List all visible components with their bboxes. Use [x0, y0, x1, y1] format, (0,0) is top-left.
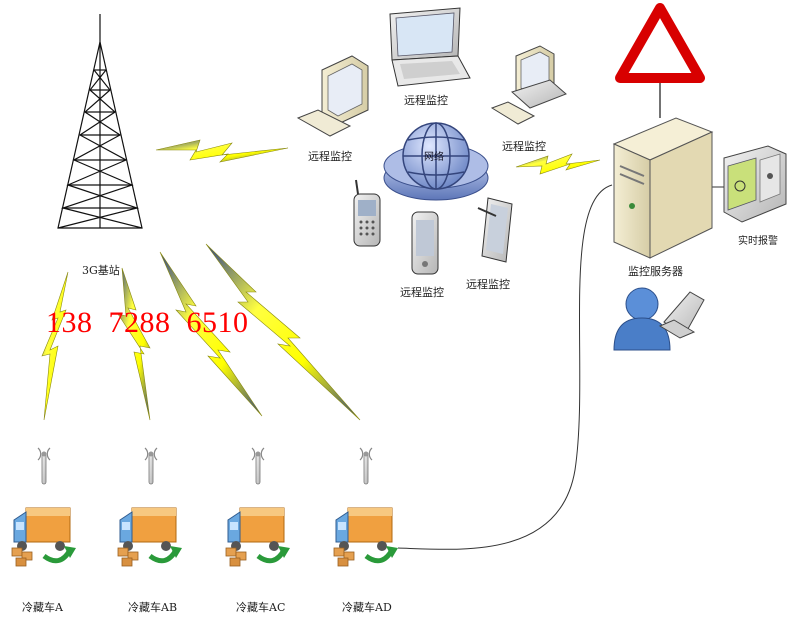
bolt-tower-A: [41, 271, 69, 421]
phone-handset-icon: [658, 291, 705, 339]
smartphone-icon: [477, 197, 513, 263]
truck-icon: [226, 508, 290, 566]
bolt-tower-network: [155, 139, 289, 163]
tower-icon: [57, 14, 143, 229]
network-label: 网络: [424, 150, 444, 163]
smartphone-icon: [411, 211, 439, 275]
bolt-tower-AD: [205, 243, 361, 421]
bolt-network-server: [515, 153, 601, 175]
desktop-icon: [296, 55, 369, 137]
server-icon: [612, 117, 714, 259]
remote-label-desktop-left: 远程监控: [308, 150, 352, 163]
bolt-tower-AC: [159, 251, 263, 417]
alarm-panel-icon: [723, 145, 787, 223]
smartphone-icon: [353, 179, 381, 247]
antenna-icon: [37, 447, 51, 485]
server-label: 监控服务器: [628, 265, 683, 278]
laptop-icon: [389, 7, 471, 87]
truck-icon: [334, 508, 398, 566]
remote-label-desktop-right: 远程监控: [502, 140, 546, 153]
desktop-icon: [490, 45, 567, 125]
globe-icon: [383, 122, 489, 201]
vehicle-label-ac: 冷藏车AC: [236, 601, 286, 614]
lightning-bolts: [41, 139, 601, 421]
remote-label-phone: 远程监控: [400, 286, 444, 299]
antenna-icon: [251, 447, 265, 485]
vehicle-label-a: 冷藏车A: [22, 601, 63, 614]
antenna-icon: [359, 447, 373, 485]
remote-label-tablet: 远程监控: [466, 278, 510, 291]
user-icon: [613, 287, 671, 351]
vehicle-label-ab: 冷藏车AB: [128, 601, 178, 614]
truck-icon: [12, 508, 76, 566]
tower-label: 3G基站: [82, 264, 120, 277]
vehicle-label-ad: 冷藏车AD: [342, 601, 392, 614]
phone-number: 138 7288 6510: [46, 306, 249, 339]
alarm-label: 实时报警: [738, 236, 778, 247]
bolt-tower-AB: [117, 267, 151, 421]
antenna-icon: [144, 447, 158, 485]
warning-sign-icon: [615, 3, 705, 83]
remote-label-laptop: 远程监控: [404, 94, 448, 107]
truck-icon: [118, 508, 182, 566]
cable-line: [397, 184, 613, 550]
